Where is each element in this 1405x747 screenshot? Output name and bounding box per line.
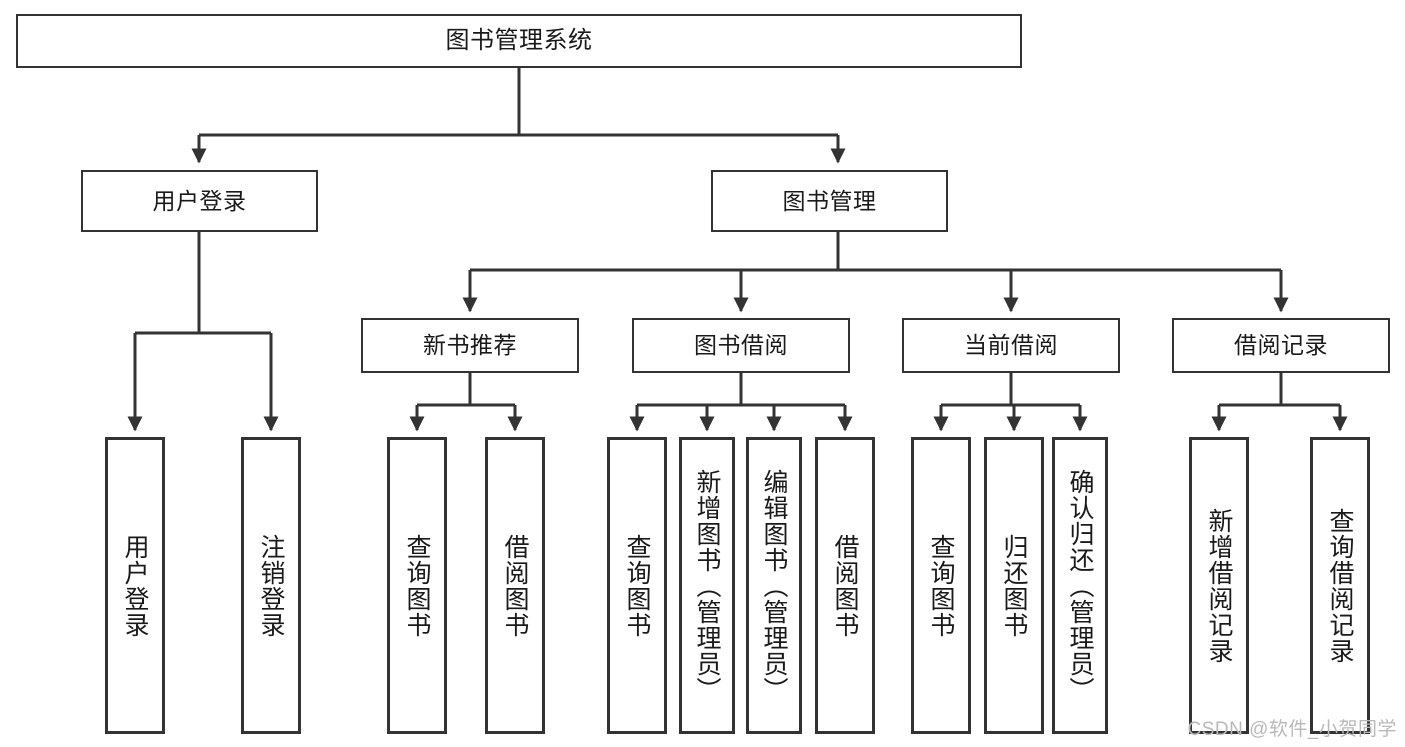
- leaf-edit-book-admin[interactable]: 编辑图书（管理员）: [746, 437, 802, 734]
- node-user-login[interactable]: 用户登录: [81, 170, 318, 232]
- node-label: 图书管理系统: [445, 27, 593, 55]
- node-label: 编辑图书（管理员）: [760, 468, 788, 703]
- node-label: 新增图书（管理员）: [693, 468, 721, 703]
- node-book-borrow[interactable]: 图书借阅: [632, 318, 850, 373]
- node-label: 查询借阅记录: [1326, 507, 1354, 664]
- leaf-query-borrow-record[interactable]: 查询借阅记录: [1310, 437, 1370, 734]
- node-new-book-recommend[interactable]: 新书推荐: [361, 318, 579, 373]
- leaf-borrow-book-recommend[interactable]: 借阅图书: [485, 437, 545, 734]
- node-root-book-management-system[interactable]: 图书管理系统: [16, 14, 1022, 68]
- node-label: 查询图书: [927, 533, 955, 638]
- leaf-borrow-book[interactable]: 借阅图书: [815, 437, 875, 734]
- node-label: 新增借阅记录: [1205, 507, 1233, 664]
- node-book-management[interactable]: 图书管理: [711, 170, 948, 232]
- node-label: 查询图书: [623, 533, 651, 638]
- node-borrow-record[interactable]: 借阅记录: [1172, 318, 1390, 373]
- leaf-confirm-return-admin[interactable]: 确认归还（管理员）: [1052, 437, 1108, 734]
- leaf-query-book-current[interactable]: 查询图书: [911, 437, 971, 734]
- leaf-return-book[interactable]: 归还图书: [984, 437, 1044, 734]
- node-label: 新书推荐: [423, 332, 517, 359]
- leaf-add-borrow-record[interactable]: 新增借阅记录: [1189, 437, 1249, 734]
- node-label: 用户登录: [121, 533, 149, 638]
- node-current-borrow[interactable]: 当前借阅: [902, 318, 1120, 373]
- leaf-query-book-recommend[interactable]: 查询图书: [387, 437, 447, 734]
- leaf-logout[interactable]: 注销登录: [241, 437, 301, 734]
- node-label: 图书管理: [782, 187, 877, 214]
- node-label: 归还图书: [1000, 533, 1028, 638]
- node-label: 借阅图书: [831, 533, 859, 638]
- node-label: 借阅记录: [1234, 332, 1328, 359]
- node-label: 注销登录: [257, 533, 285, 638]
- leaf-user-login[interactable]: 用户登录: [105, 437, 165, 734]
- node-label: 当前借阅: [964, 332, 1058, 359]
- node-label: 借阅图书: [501, 533, 529, 638]
- node-label: 图书借阅: [694, 332, 788, 359]
- node-label: 查询图书: [403, 533, 431, 638]
- csdn-watermark: CSDN @软件_小贺同学: [1187, 719, 1397, 740]
- leaf-query-book-borrow[interactable]: 查询图书: [607, 437, 667, 734]
- node-label: 确认归还（管理员）: [1066, 468, 1094, 703]
- node-label: 用户登录: [152, 187, 247, 214]
- leaf-add-book-admin[interactable]: 新增图书（管理员）: [679, 437, 735, 734]
